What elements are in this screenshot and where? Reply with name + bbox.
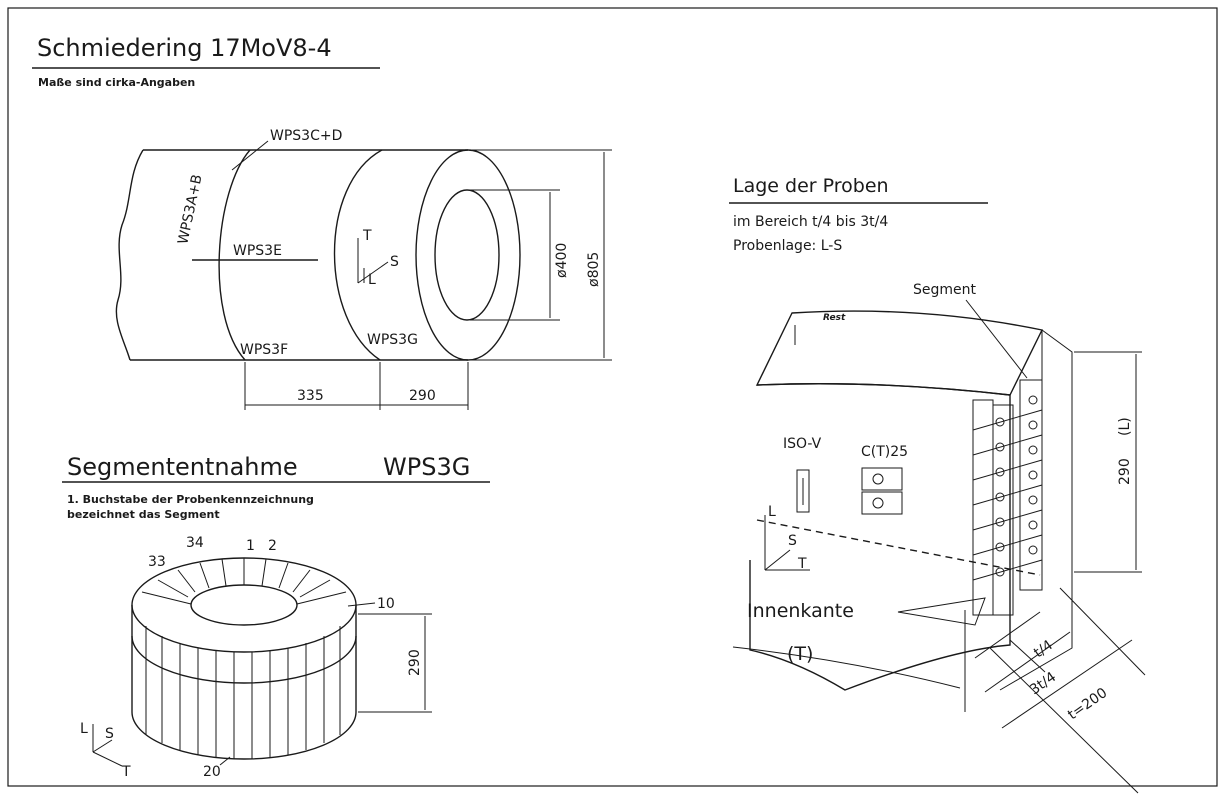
dim-inner-diameter: ø400 bbox=[470, 189, 570, 321]
lage-line1: im Bereich t/4 bis 3t/4 bbox=[733, 214, 888, 230]
axis-ring2-l: L bbox=[80, 721, 88, 737]
orientation-axes-ring: T S L bbox=[357, 228, 399, 288]
orientation-axes-block: L S T bbox=[764, 504, 810, 572]
segment-block-view: ISO-V C(T)25 Segment Rest 290 (L) L S T bbox=[732, 282, 1146, 794]
dim-t200-text: t=200 bbox=[1065, 685, 1110, 723]
specimen-column-1 bbox=[972, 399, 994, 616]
label-wps3e: WPS3E bbox=[233, 243, 282, 259]
label-wps3ab: WPS3A+B bbox=[175, 173, 205, 246]
dim-outer-diameter: ø805 bbox=[470, 149, 612, 361]
ct-specimen-upper bbox=[861, 467, 903, 491]
forged-ring-view: WPS3C+D WPS3A+B WPS3E WPS3F WPS3G T S L … bbox=[115, 128, 612, 410]
seg-num-33: 33 bbox=[148, 554, 166, 570]
axis-block-l: L bbox=[768, 504, 776, 520]
label-wps3cd: WPS3C+D bbox=[270, 128, 342, 144]
axis-s: S bbox=[390, 254, 399, 270]
t-direction-arc bbox=[732, 646, 961, 689]
dim-outer-text: ø805 bbox=[586, 252, 602, 287]
segment-front-face bbox=[749, 383, 1011, 691]
label-wps3g: WPS3G bbox=[367, 332, 418, 348]
seg-num-10: 10 bbox=[377, 596, 395, 612]
dim-w2-text: 290 bbox=[409, 388, 436, 404]
dim-height-dir: (L) bbox=[1117, 417, 1133, 436]
ring-mid-edge bbox=[131, 635, 357, 684]
axis-l: L bbox=[368, 272, 376, 288]
dim-height-text: 290 bbox=[1117, 458, 1133, 485]
specimen-rows bbox=[972, 395, 1043, 581]
segment-title: Segmententnahme bbox=[67, 453, 298, 481]
segmented-ring: 34 1 2 33 10 20 290 L S T bbox=[80, 535, 432, 780]
lage-line2: Probenlage: L-S bbox=[733, 238, 842, 254]
seg-num-34: 34 bbox=[186, 535, 204, 551]
dim-t4-text: t/4 bbox=[1031, 637, 1056, 661]
cutaway-sliver bbox=[897, 597, 986, 626]
orientation-axes-ring2: L S T bbox=[80, 721, 131, 780]
dim-w1-text: 335 bbox=[297, 388, 324, 404]
dim-block-height: 290 (L) bbox=[1074, 351, 1142, 573]
dim-ring-height: 290 bbox=[358, 613, 432, 713]
label-iso-v: ISO-V bbox=[783, 436, 822, 452]
segment-removal-block: Segmententnahme WPS3G 1. Buchstabe der P… bbox=[62, 453, 490, 521]
axis-t: T bbox=[362, 228, 372, 244]
section-arc-1 bbox=[218, 149, 251, 361]
section-dashed-line bbox=[756, 519, 1041, 576]
section-arc-2 bbox=[333, 149, 383, 361]
lage-title: Lage der Proben bbox=[733, 175, 889, 197]
segment-note-2: bezeichnet das Segment bbox=[67, 508, 220, 521]
specimen-location-block: Lage der Proben im Bereich t/4 bis 3t/4 … bbox=[729, 175, 988, 254]
ring-end-face bbox=[415, 149, 521, 361]
seg-num-1: 1 bbox=[246, 538, 255, 554]
ring-bottom-edge bbox=[131, 711, 357, 760]
seg-num-20: 20 bbox=[203, 764, 221, 780]
drawing-frame bbox=[7, 7, 1218, 787]
label-innenkante: Innenkante bbox=[747, 600, 854, 622]
dim-thickness: t/4 3t/4 t=200 bbox=[964, 587, 1146, 794]
specimen-column-3 bbox=[1019, 379, 1043, 591]
label-wps3f: WPS3F bbox=[240, 342, 288, 358]
break-line bbox=[115, 149, 144, 361]
dim-inner-text: ø400 bbox=[554, 243, 570, 278]
ct-specimen-lower bbox=[861, 491, 903, 515]
label-ct25: C(T)25 bbox=[861, 444, 908, 460]
leader-cd bbox=[231, 140, 269, 171]
iso-v-specimen bbox=[796, 469, 810, 513]
label-rest: Rest bbox=[823, 313, 846, 323]
label-segment: Segment bbox=[913, 282, 977, 298]
dim-3t4-text: 3t/4 bbox=[1027, 669, 1059, 698]
axis-ring2-s: S bbox=[105, 726, 114, 742]
dim-widths: 335 290 bbox=[244, 362, 469, 410]
label-t-direction: (T) bbox=[787, 643, 813, 665]
seg-num-2: 2 bbox=[268, 538, 277, 554]
axis-ring2-t: T bbox=[121, 764, 131, 780]
segment-note-1: 1. Buchstabe der Probenkennzeichnung bbox=[67, 493, 314, 506]
dim-ring-height-text: 290 bbox=[407, 649, 423, 676]
ring-top-inner bbox=[190, 584, 298, 626]
segment-top-face bbox=[755, 310, 1044, 396]
specimen-column-2 bbox=[992, 404, 1014, 616]
axis-block-s: S bbox=[788, 533, 797, 549]
axis-block-t: T bbox=[797, 556, 807, 572]
segment-radials bbox=[141, 558, 347, 759]
segment-code: WPS3G bbox=[383, 453, 470, 481]
ring-bore bbox=[434, 189, 500, 321]
drawing-title: Schmiedering 17MoV8-4 bbox=[37, 34, 332, 62]
leader-segment bbox=[965, 299, 1028, 379]
drawing-subtitle: Maße sind cirka-Angaben bbox=[38, 76, 195, 89]
